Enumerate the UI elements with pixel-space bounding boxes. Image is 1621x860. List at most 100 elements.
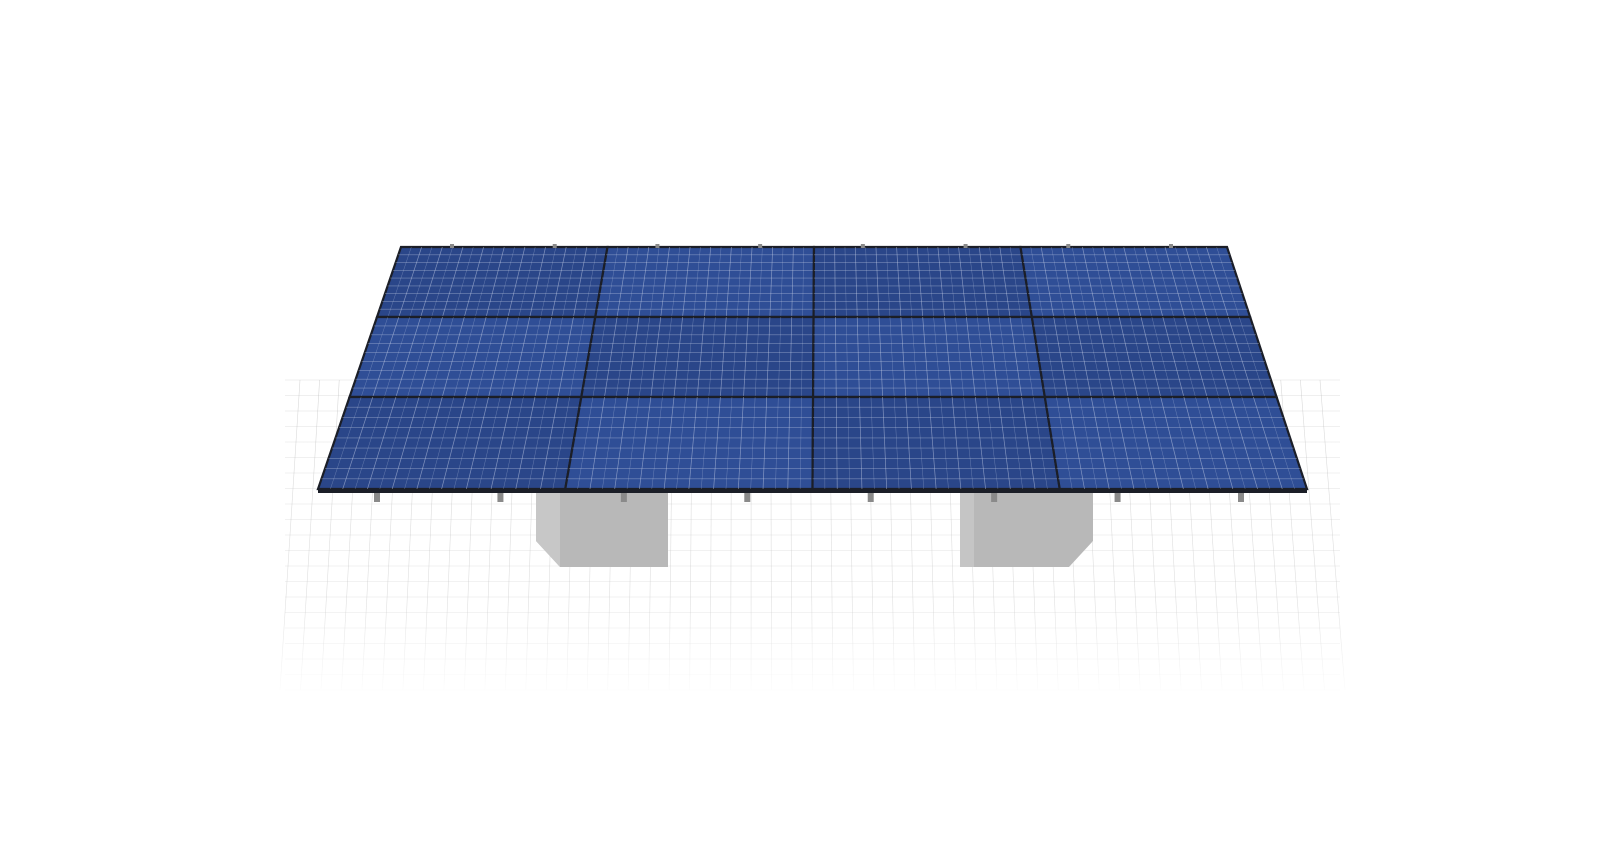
cell-line <box>551 246 567 318</box>
cell-line <box>676 396 686 490</box>
cell-line <box>562 246 577 318</box>
cell-line <box>387 246 412 318</box>
cell-line <box>1148 396 1172 490</box>
solar-panel-r1-c4 <box>1019 245 1252 319</box>
cell-line <box>534 316 552 398</box>
cell-line <box>894 396 900 490</box>
cell-line <box>1218 396 1246 490</box>
cell-line <box>1064 316 1080 398</box>
cell-line <box>1137 396 1159 490</box>
cell-line <box>1067 396 1085 490</box>
rail-clamp <box>1238 493 1244 502</box>
cell-line <box>1096 316 1115 398</box>
cell-line <box>886 246 891 318</box>
cell-line <box>1264 396 1295 490</box>
cell-line <box>1033 396 1048 490</box>
cell-line <box>1102 396 1122 490</box>
cell-line <box>485 246 505 318</box>
cell-line <box>750 396 756 490</box>
rail-clamp <box>497 493 504 502</box>
cell-line <box>916 246 924 318</box>
support-left <box>536 490 668 567</box>
rail-clamp-top <box>655 244 660 248</box>
cell-line <box>442 246 464 318</box>
cell-line <box>968 246 978 318</box>
cell-line <box>720 316 727 398</box>
cell-line <box>552 396 570 490</box>
cell-line <box>404 396 431 490</box>
cell-line <box>999 246 1011 318</box>
cell-line <box>671 246 680 318</box>
cell-line <box>998 316 1011 398</box>
cell-line <box>754 316 760 398</box>
rail-clamp-top <box>552 244 557 248</box>
cell-line <box>1061 246 1076 318</box>
cell-line <box>1118 316 1138 398</box>
solar-panel-array[interactable] <box>316 245 1309 493</box>
cell-line <box>928 396 937 490</box>
cell-line <box>372 316 400 398</box>
cell-line <box>1239 316 1266 398</box>
cell-line <box>1206 316 1231 398</box>
cell-line <box>1195 246 1218 318</box>
cell-line <box>743 316 749 398</box>
cell-line <box>1195 316 1219 398</box>
cell-line <box>662 316 672 398</box>
cell-line <box>775 396 779 490</box>
solar-panel-r1-c1 <box>375 245 609 319</box>
cell-line <box>1108 316 1127 398</box>
cell-line <box>1051 246 1065 318</box>
cell-line <box>540 396 559 490</box>
cell-line <box>856 316 860 398</box>
rail-clamp <box>1114 493 1121 502</box>
cell-line <box>940 396 949 490</box>
cell-line <box>330 396 362 490</box>
cell-line <box>789 316 793 398</box>
rail-clamp-top <box>860 244 865 248</box>
cell-line <box>527 396 547 490</box>
cell-line <box>441 316 465 398</box>
cell-line <box>465 316 487 398</box>
cell-line <box>1129 316 1150 398</box>
cell-line <box>1217 316 1242 398</box>
rail-clamps <box>374 244 1244 502</box>
cell-line <box>592 316 607 398</box>
cell-line <box>1154 246 1174 318</box>
cell-line <box>933 316 941 398</box>
cell-line <box>453 246 474 318</box>
cell-line <box>865 246 869 318</box>
solar-panel-r2-c1 <box>348 315 597 399</box>
rail-clamp <box>620 493 627 502</box>
cell-line <box>503 396 524 490</box>
cell-line <box>688 396 698 490</box>
panel-surface <box>1030 315 1279 399</box>
cell-line <box>476 316 498 398</box>
cell-line <box>1172 396 1196 490</box>
cell-line <box>360 316 389 398</box>
cell-line <box>927 246 934 318</box>
cell-line <box>379 396 408 490</box>
cell-line <box>1056 396 1073 490</box>
cell-line <box>1206 246 1229 318</box>
cell-line <box>955 316 964 398</box>
cell-line <box>762 396 768 490</box>
cell-line <box>1241 396 1271 490</box>
solar-panel-r3-c4 <box>1043 395 1309 491</box>
cell-line <box>626 396 640 490</box>
cell-line <box>900 316 907 398</box>
cell-line <box>835 396 838 490</box>
cell-line <box>1144 246 1164 318</box>
cell-line <box>577 396 594 490</box>
cell-line <box>441 396 466 490</box>
cell-line <box>584 246 598 318</box>
cell-line <box>418 316 443 398</box>
cell-line <box>573 246 588 318</box>
cell-line <box>529 246 546 318</box>
cell-line <box>708 316 716 398</box>
cell-line <box>1053 316 1069 398</box>
cell-line <box>731 316 738 398</box>
cell-line <box>875 246 880 318</box>
cell-line <box>834 246 836 318</box>
